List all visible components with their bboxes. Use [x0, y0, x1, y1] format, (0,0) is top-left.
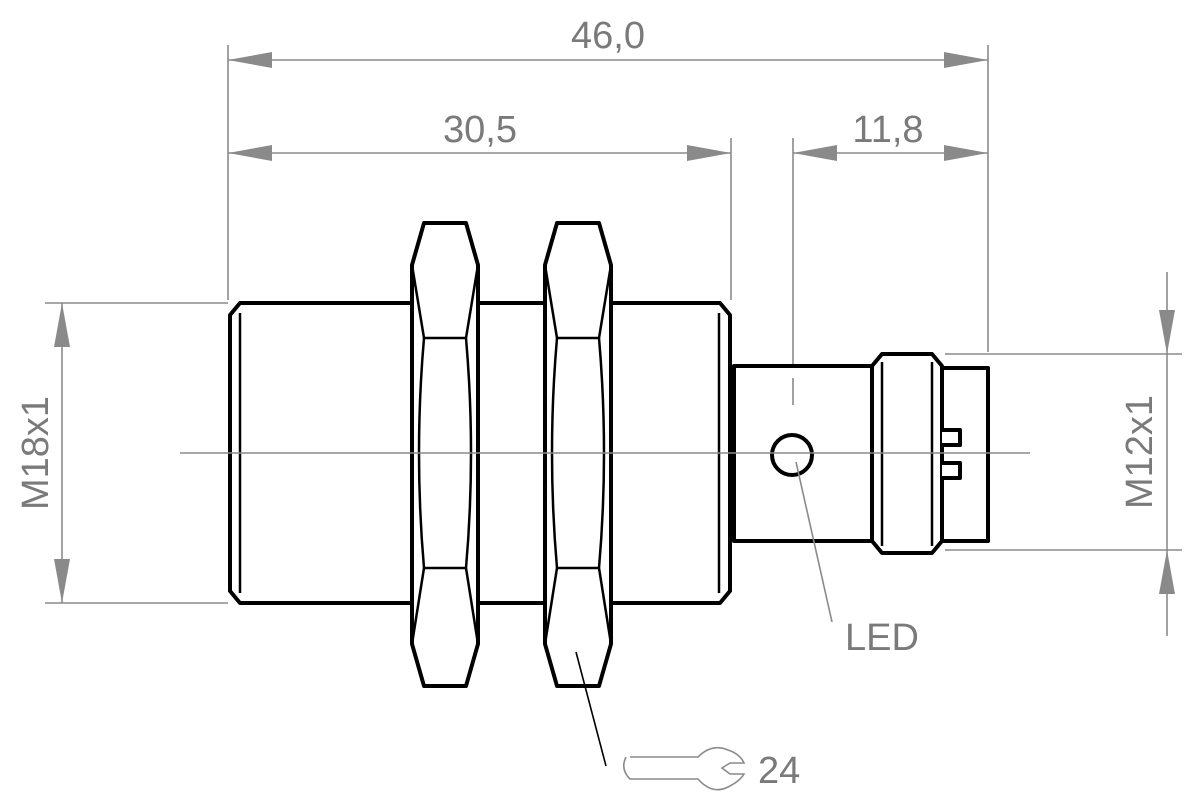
led-callout: LED	[795, 461, 919, 659]
dimension-connector: 11,8	[793, 109, 988, 161]
extension-lines	[45, 45, 1182, 604]
center-lines	[180, 378, 1030, 454]
dimension-body-label: 30,5	[443, 109, 517, 151]
dimension-body-thread-label: M18x1	[15, 396, 57, 510]
hex-nut-right	[543, 221, 613, 688]
dimension-connector-label: 11,8	[852, 109, 923, 151]
dimension-body-thread: M18x1	[15, 303, 70, 603]
led-window	[770, 433, 814, 477]
led-label: LED	[845, 617, 919, 659]
dimension-overall-label: 46,0	[571, 15, 645, 57]
wrench-size-label: 24	[758, 750, 800, 792]
wrench-callout: 24	[575, 651, 800, 792]
dimension-connector-thread: M12x1	[1119, 272, 1175, 636]
dimension-overall: 46,0	[228, 15, 988, 68]
dimension-connector-thread-label: M12x1	[1119, 395, 1161, 509]
hex-nut-left	[410, 221, 480, 688]
connector-pins	[940, 366, 990, 543]
dimension-body: 30,5	[228, 109, 731, 161]
wrench-icon	[622, 746, 746, 791]
